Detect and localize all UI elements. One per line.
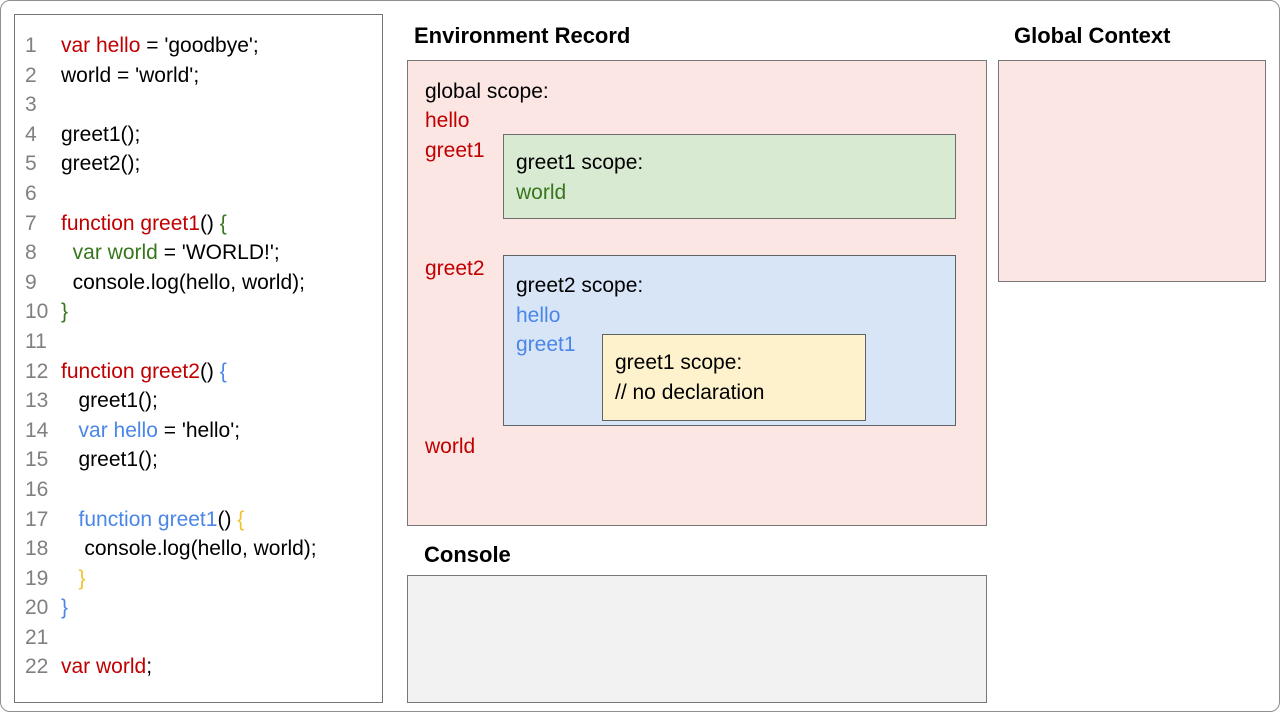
code-editor-panel: 1 var hello = 'goodbye'; 2 world = 'world';… [14, 14, 383, 703]
inner-greet1-scope-comment: // no declaration [615, 380, 765, 404]
code-text: greet1(); [61, 389, 158, 413]
code-line: 16 [15, 475, 382, 505]
greet2-scope-var-greet1: greet1 [516, 333, 576, 357]
global-var-hello: hello [425, 109, 470, 132]
line-number: 5 [25, 152, 37, 176]
greet2-scope-title: greet2 scope: [516, 274, 644, 297]
line-number: 16 [25, 477, 49, 501]
line-number: 3 [25, 93, 37, 117]
code-line: 10} [15, 297, 382, 327]
code-line: 15 greet1(); [15, 445, 382, 475]
greet1-scope-title: greet1 scope: [516, 151, 644, 174]
code-line: 9 console.log(hello, world); [15, 268, 382, 298]
line-number: 15 [25, 448, 49, 472]
code-line: 20} [15, 593, 382, 623]
code-text: function greet2() { [61, 359, 227, 383]
code-line: 7 function greet1() { [15, 209, 382, 239]
code-text: function greet1() { [78, 507, 245, 531]
line-number: 13 [25, 389, 49, 413]
global-scope-label: global scope: [425, 80, 549, 103]
code-text: console.log(hello, world); [61, 270, 305, 294]
code-lines: 1 var hello = 'goodbye'; 2 world = 'world';… [15, 31, 382, 682]
inner-greet1-scope-box: greet1 scope: // no declaration [602, 334, 866, 421]
greet2-scope-box: greet2 scope: hello greet1 greet1 scope:… [503, 255, 956, 426]
line-number: 10 [25, 300, 49, 324]
line-number: 17 [25, 507, 49, 531]
code-line: 8 var world = 'WORLD!'; [15, 238, 382, 268]
inner-greet1-scope-title: greet1 scope: [615, 351, 743, 374]
greet1-scope-box: greet1 scope: world [503, 134, 956, 219]
code-text: var hello = 'hello'; [78, 418, 241, 442]
global-context-box [998, 60, 1266, 282]
code-text: } [61, 300, 69, 324]
code-line: 14 var hello = 'hello'; [15, 416, 382, 446]
console-title: Console [424, 542, 511, 567]
code-line: 4 greet1(); [15, 120, 382, 150]
global-context-title: Global Context [1014, 23, 1171, 48]
line-number: 21 [25, 625, 49, 649]
code-line: 12 function greet2() { [15, 357, 382, 387]
code-line: 19 } [15, 564, 382, 594]
greet2-scope-var-hello: hello [516, 303, 561, 327]
code-line: 6 [15, 179, 382, 209]
code-text: function greet1() { [61, 211, 227, 235]
code-text: console.log(hello, world); [61, 537, 317, 561]
line-number: 18 [25, 537, 49, 561]
line-number: 22 [25, 655, 49, 679]
line-number: 19 [25, 566, 49, 590]
environment-record-box: global scope: hello greet1 greet2 world … [407, 60, 987, 526]
console-output-box [407, 575, 987, 703]
line-number: 6 [25, 181, 37, 205]
line-number: 7 [25, 211, 37, 235]
code-line: 3 [15, 90, 382, 120]
code-text: var world = 'WORLD!'; [72, 241, 280, 265]
global-var-greet1: greet1 [425, 139, 485, 162]
line-number: 8 [25, 241, 37, 265]
line-number: 14 [25, 418, 49, 442]
line-number: 9 [25, 270, 37, 294]
code-line: 22 var world; [15, 652, 382, 682]
code-text: } [61, 596, 69, 620]
code-text: greet2(); [61, 152, 141, 176]
code-text: world = 'world'; [61, 63, 200, 87]
code-line: 21 [15, 623, 382, 653]
code-line: 11 [15, 327, 382, 357]
code-line: 17 function greet1() { [15, 505, 382, 535]
environment-record-title: Environment Record [414, 23, 631, 48]
code-text: greet1(); [61, 122, 141, 146]
line-number: 1 [25, 34, 37, 57]
code-line: 1 var hello = 'goodbye'; [15, 31, 382, 61]
line-number: 20 [25, 596, 49, 620]
code-text: } [78, 566, 86, 590]
code-line: 13 greet1(); [15, 386, 382, 416]
code-text: greet1(); [61, 448, 158, 472]
line-number: 12 [25, 359, 49, 383]
global-var-greet2: greet2 [425, 257, 485, 280]
code-line: 5 greet2(); [15, 149, 382, 179]
greet1-scope-var-world: world [516, 180, 567, 204]
code-text: var world; [61, 655, 153, 679]
code-line: 2 world = 'world'; [15, 61, 382, 91]
line-number: 4 [25, 122, 37, 146]
code-line: 18 console.log(hello, world); [15, 534, 382, 564]
global-var-world: world [425, 435, 476, 458]
code-text: var hello = 'goodbye'; [61, 34, 259, 57]
line-number: 11 [25, 329, 47, 353]
line-number: 2 [25, 63, 37, 87]
